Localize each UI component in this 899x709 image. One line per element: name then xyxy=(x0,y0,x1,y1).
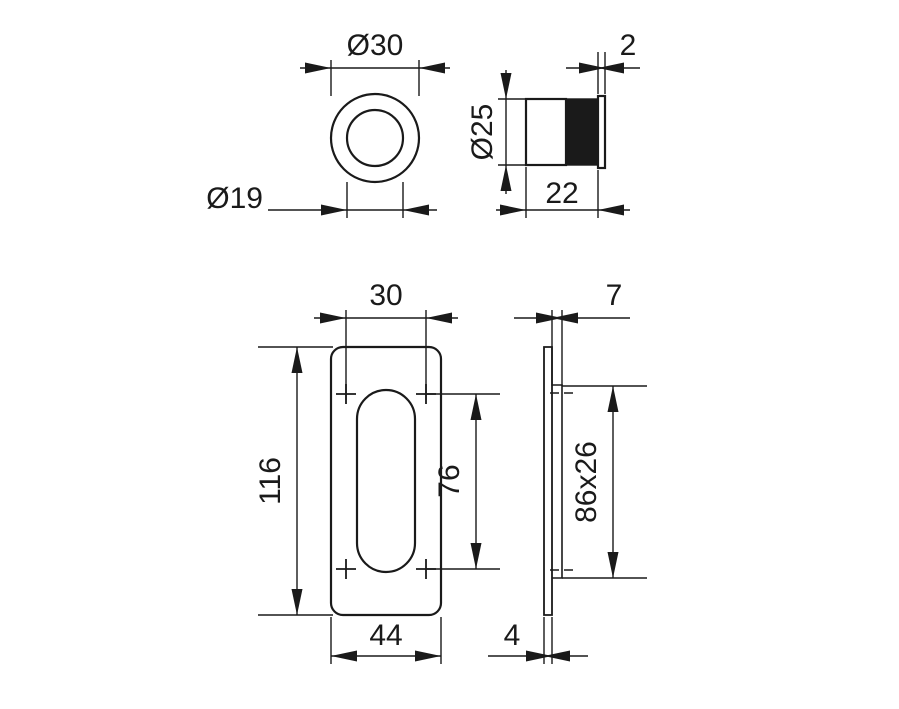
dim-label-30: 30 xyxy=(369,279,402,312)
view-rectangular-plate-side: 7 86x26 4 xyxy=(488,279,647,664)
dim-label-76: 76 xyxy=(433,464,466,497)
view-circular-escutcheon-front: Ø30 Ø19 xyxy=(206,29,450,218)
inner-circle-d19 xyxy=(345,108,405,168)
cylinder-body xyxy=(524,97,568,167)
dim-label-86x26: 86x26 xyxy=(570,441,603,523)
dim-label-d25: Ø25 xyxy=(466,104,499,161)
dim-label-22: 22 xyxy=(545,177,578,210)
plate-side-profile xyxy=(543,346,553,616)
cylinder-flange xyxy=(596,94,607,170)
view-circular-escutcheon-side: Ø25 2 22 xyxy=(466,29,640,218)
hidden-detail-lines xyxy=(550,392,573,571)
view-rectangular-plate-front: 30 116 76 44 xyxy=(254,279,500,664)
dim-label-7: 7 xyxy=(606,279,623,312)
cylinder-collar-dark xyxy=(565,98,599,166)
dim-label-d30: Ø30 xyxy=(347,29,404,62)
plate-side-boss xyxy=(552,384,563,579)
oblong-cutout xyxy=(355,388,417,574)
dim-label-2: 2 xyxy=(620,29,637,62)
dim-label-44: 44 xyxy=(369,619,402,652)
dim-label-4: 4 xyxy=(504,619,521,652)
dim-label-116: 116 xyxy=(254,457,287,505)
dim-label-d19: Ø19 xyxy=(206,182,263,215)
outer-circle-d30 xyxy=(329,92,421,184)
